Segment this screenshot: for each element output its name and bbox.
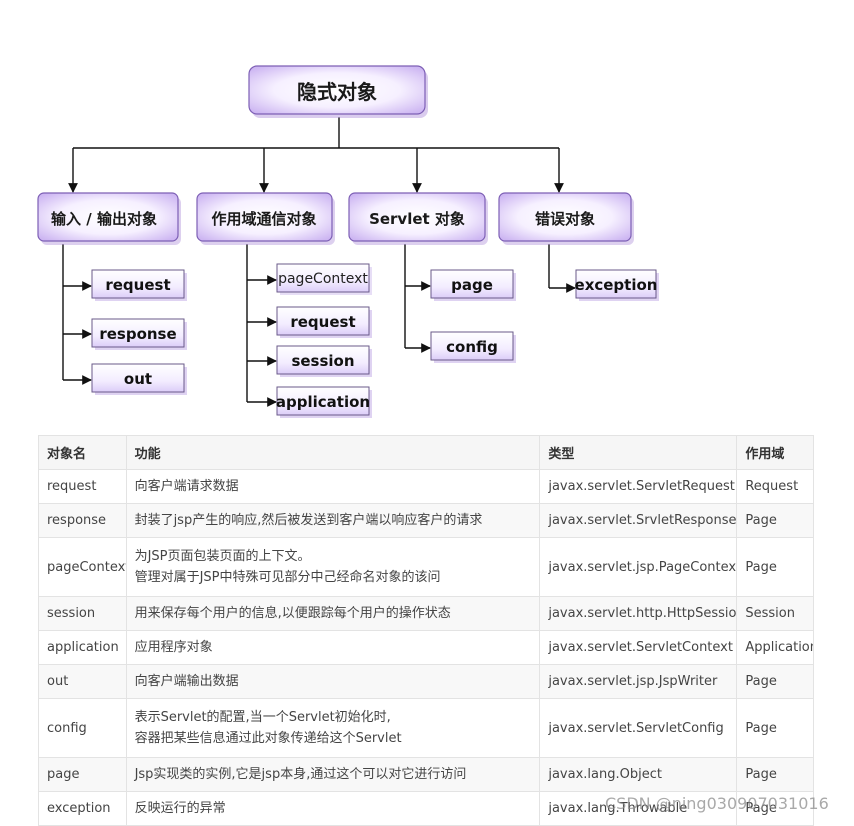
group-node-io: 输入 / 输出对象 [37, 192, 181, 245]
connectors [62, 117, 576, 407]
leaf-label: response [99, 325, 176, 343]
cell-name: request [38, 469, 127, 504]
group-node-scope: 作用域通信对象 [196, 192, 335, 245]
cell-scope: Page [736, 537, 814, 597]
cell-function: 应用程序对象 [125, 630, 541, 665]
leaf-label: pageContext [278, 271, 368, 287]
cell-type: javax.servlet.ServletConfig [539, 698, 738, 758]
cell-type: javax.servlet.ServletRequest [539, 469, 738, 504]
cell-type: javax.servlet.jsp.JspWriter [539, 664, 738, 699]
table-row: response 封装了jsp产生的响应,然后被发送到客户端以响应客户的请求 j… [38, 503, 814, 538]
leaf-label: request [105, 276, 170, 294]
leaf-exception: exception [575, 269, 659, 301]
cell-type: javax.servlet.jsp.PageContext [539, 537, 738, 597]
leaf-page: page [430, 269, 516, 301]
cell-type: javax.lang.Object [539, 757, 738, 792]
cell-scope: Request [736, 469, 814, 504]
cell-function: 为JSP页面包装页面的上下文。 管理对属于JSP中特殊可见部分中己经命名对象的该… [125, 537, 541, 597]
leaf-label: exception [575, 276, 658, 294]
leaf-pagecontext: pageContext [276, 263, 372, 295]
table-row: application 应用程序对象 javax.servlet.Servlet… [38, 630, 814, 665]
cell-function: 用来保存每个用户的信息,以便跟踪每个用户的操作状态 [125, 596, 541, 631]
leaf-application: application [276, 386, 372, 418]
cell-name: response [38, 503, 127, 538]
root-node: 隐式对象 [248, 65, 428, 118]
group-label-servlet: Servlet 对象 [369, 210, 465, 228]
header-name: 对象名 [38, 435, 127, 470]
group-label-scope: 作用域通信对象 [211, 210, 316, 228]
header-type: 类型 [539, 435, 738, 470]
leaf-session: session [276, 345, 372, 377]
cell-scope: Page [736, 791, 814, 826]
root-label: 隐式对象 [297, 80, 377, 104]
leaf-label: request [290, 313, 355, 331]
header-function: 功能 [125, 435, 541, 470]
cell-scope: Page [736, 698, 814, 758]
cell-name: out [38, 664, 127, 699]
cell-scope: Page [736, 503, 814, 538]
table-row: session 用来保存每个用户的信息,以便跟踪每个用户的操作状态 javax.… [38, 596, 814, 631]
cell-function: Jsp实现类的实例,它是jsp本身,通过这个可以对它进行访问 [125, 757, 541, 792]
implicit-objects-diagram: 隐式对象 输入 / 输出对象 作用域通信对象 Servlet 对象 错误对象 r… [37, 65, 659, 418]
cell-name: application [38, 630, 127, 665]
leaf-label: session [291, 352, 354, 370]
cell-function-line: 表示Servlet的配置,当一个Servlet初始化时, [134, 710, 391, 725]
cell-scope: Page [736, 757, 814, 792]
leaf-out: out [91, 363, 187, 395]
table-header-row: 对象名 功能 类型 作用域 [38, 435, 814, 470]
table-row: page Jsp实现类的实例,它是jsp本身,通过这个可以对它进行访问 java… [38, 757, 814, 792]
group-label-io: 输入 / 输出对象 [51, 210, 157, 228]
table-row: request 向客户端请求数据 javax.servlet.ServletRe… [38, 469, 814, 504]
leaf-request-io: request [91, 269, 187, 301]
table-row: out 向客户端输出数据 javax.servlet.jsp.JspWriter… [38, 664, 814, 699]
cell-scope: Session [736, 596, 814, 631]
cell-type: javax.servlet.SrvletResponse [539, 503, 738, 538]
cell-function: 向客户端请求数据 [125, 469, 541, 504]
cell-name: config [38, 698, 127, 758]
cell-function: 反映运行的异常 [125, 791, 541, 826]
csdn-watermark: CSDN @ning030907031016 [605, 794, 829, 813]
header-scope: 作用域 [736, 435, 814, 470]
cell-type: javax.servlet.ServletContext [539, 630, 738, 665]
leaf-label: out [124, 370, 152, 388]
cell-scope: Application [736, 630, 814, 665]
table-row: pageContext 为JSP页面包装页面的上下文。 管理对属于JSP中特殊可… [38, 537, 814, 597]
implicit-objects-table: 对象名 功能 类型 作用域 request 向客户端请求数据 javax.ser… [38, 435, 814, 826]
cell-type: javax.lang.Throwable [539, 791, 738, 826]
cell-function-line: 管理对属于JSP中特殊可见部分中己经命名对象的该问 [134, 570, 441, 585]
leaf-label: application [276, 393, 370, 411]
cell-function: 表示Servlet的配置,当一个Servlet初始化时, 容器把某些信息通过此对… [125, 698, 541, 758]
group-node-servlet: Servlet 对象 [348, 192, 488, 245]
cell-function-line: 为JSP页面包装页面的上下文。 [134, 549, 311, 564]
leaf-label: page [451, 276, 493, 294]
leaf-label: config [446, 338, 498, 356]
group-label-error: 错误对象 [535, 210, 595, 228]
table-row: config 表示Servlet的配置,当一个Servlet初始化时, 容器把某… [38, 698, 814, 758]
cell-type: javax.servlet.http.HttpSession [539, 596, 738, 631]
cell-name: session [38, 596, 127, 631]
leaf-response: response [91, 318, 187, 350]
cell-scope: Page [736, 664, 814, 699]
leaf-config: config [430, 331, 516, 363]
cell-name: exception [38, 791, 127, 826]
cell-function-line: 容器把某些信息通过此对象传递给这个Servlet [134, 731, 402, 746]
leaf-request-scope: request [276, 306, 372, 338]
cell-name: pageContext [38, 537, 127, 597]
cell-name: page [38, 757, 127, 792]
cell-function: 向客户端输出数据 [125, 664, 541, 699]
group-node-error: 错误对象 [498, 192, 634, 245]
cell-function: 封装了jsp产生的响应,然后被发送到客户端以响应客户的请求 [125, 503, 541, 538]
